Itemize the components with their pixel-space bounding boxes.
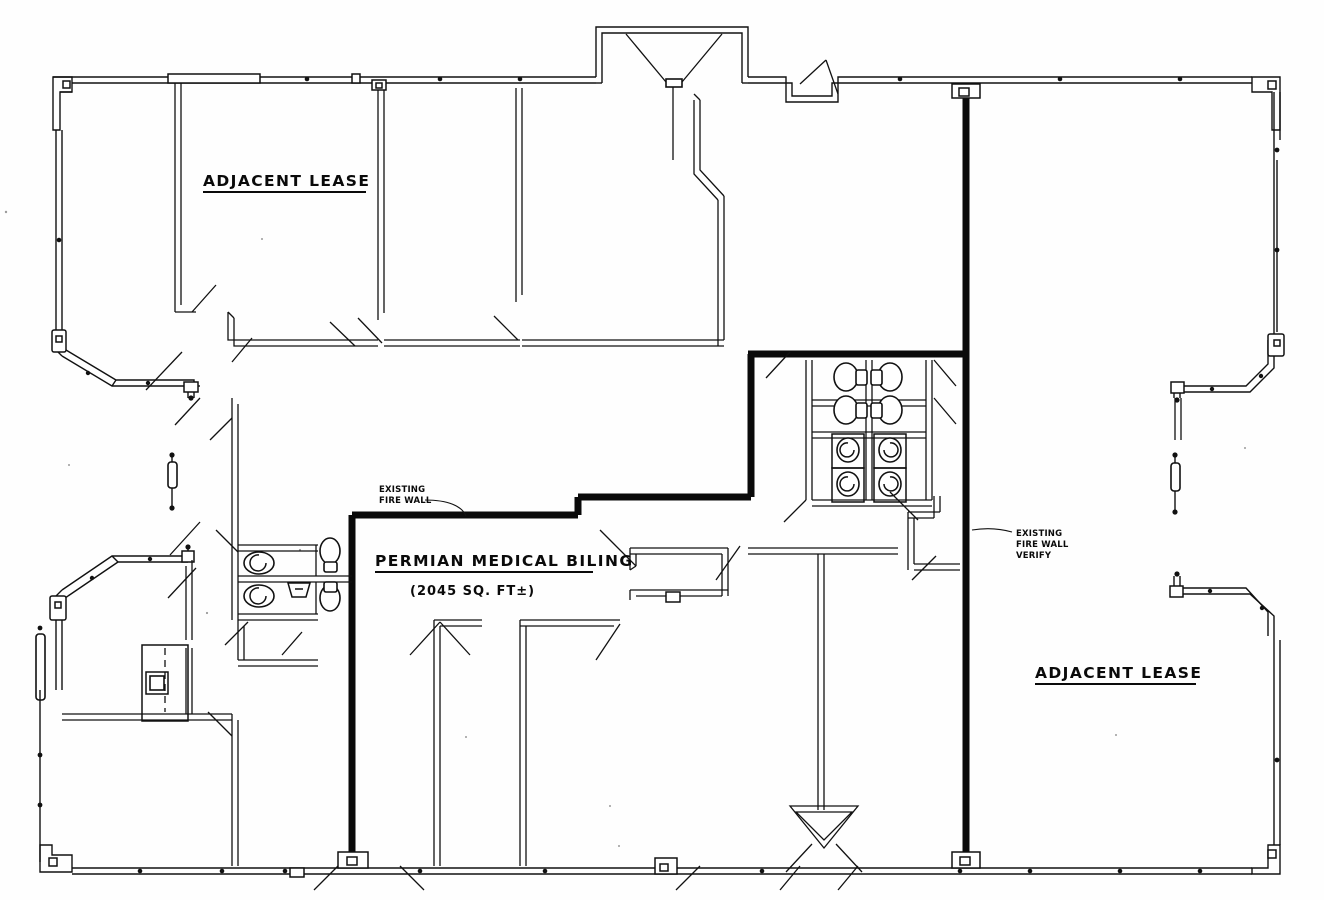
nw-chamfer-storefront — [51, 329, 201, 426]
label-tenant: PERMIAN MEDICAL BILING (2045 SQ. FT±) — [375, 552, 633, 599]
west-wall-lower — [35, 625, 63, 862]
fire-wall-note-line2: FIRE WALL — [379, 496, 432, 506]
fire-wall-verify-line3: VERIFY — [1016, 551, 1052, 561]
east-wall-mid — [1170, 452, 1181, 515]
note-fire-wall-vertical: EXISTING FIRE WALL VERIFY — [971, 528, 1069, 561]
fire-wall-note-line1: EXISTING — [379, 485, 425, 495]
north-wall-left — [72, 73, 596, 84]
north-vestibule — [595, 26, 749, 160]
fire-wall-note-leader — [424, 499, 467, 517]
tenant-water-closet-group — [319, 537, 341, 612]
south-wall — [72, 857, 1252, 891]
adjacent-lease-right-text: ADJACENT LEASE — [1035, 664, 1202, 682]
tenant-restrooms — [215, 529, 352, 667]
water-closet-group — [833, 362, 903, 425]
se-chamfer-storefront — [1169, 571, 1275, 640]
sw-corner-column — [39, 844, 73, 873]
north-wall-right — [748, 59, 1252, 103]
tenant-office-partitions — [409, 491, 960, 873]
scan-speckles — [4, 210, 1246, 847]
nw-corner-column — [52, 76, 73, 131]
sw-chamfer-storefront — [49, 521, 201, 628]
south-vestibule-door — [785, 805, 863, 873]
label-adjacent-lease-right: ADJACENT LEASE — [1035, 664, 1202, 685]
note-fire-wall-horizontal: EXISTING FIRE WALL — [379, 485, 467, 517]
ne-chamfer-storefront — [1170, 132, 1285, 403]
label-adjacent-lease-top: ADJACENT LEASE — [203, 172, 370, 193]
east-adjacent-lease-details — [1174, 398, 1182, 440]
east-wall-lower — [1273, 640, 1281, 845]
existing-fire-walls — [337, 83, 981, 869]
exterior-wall-envelope — [35, 26, 1285, 891]
plan-text-labels: ADJACENT LEASE ADJACENT LEASE PERMIAN ME… — [203, 172, 1202, 685]
ne-corner-column — [1251, 76, 1281, 131]
fire-wall-verify-line1: EXISTING — [1016, 529, 1062, 539]
fire-wall-verify-line2: FIRE WALL — [1016, 540, 1069, 550]
west-wall-upper — [55, 130, 63, 330]
tenant-name-text: PERMIAN MEDICAL BILING — [375, 552, 633, 570]
lavatory-group — [831, 433, 907, 503]
west-wall-mid — [167, 452, 178, 511]
restroom-core — [765, 351, 957, 523]
tenant-area-text: (2045 SQ. FT±) — [410, 584, 535, 599]
tenant-lavatory-group — [243, 551, 275, 608]
north-adjacent-lease-partitions — [174, 79, 725, 363]
adjacent-lease-top-text: ADJACENT LEASE — [203, 172, 370, 190]
west-tenant-partitions — [62, 398, 239, 866]
fire-wall-verify-leader — [971, 528, 1013, 533]
stair-shaft — [141, 644, 189, 722]
